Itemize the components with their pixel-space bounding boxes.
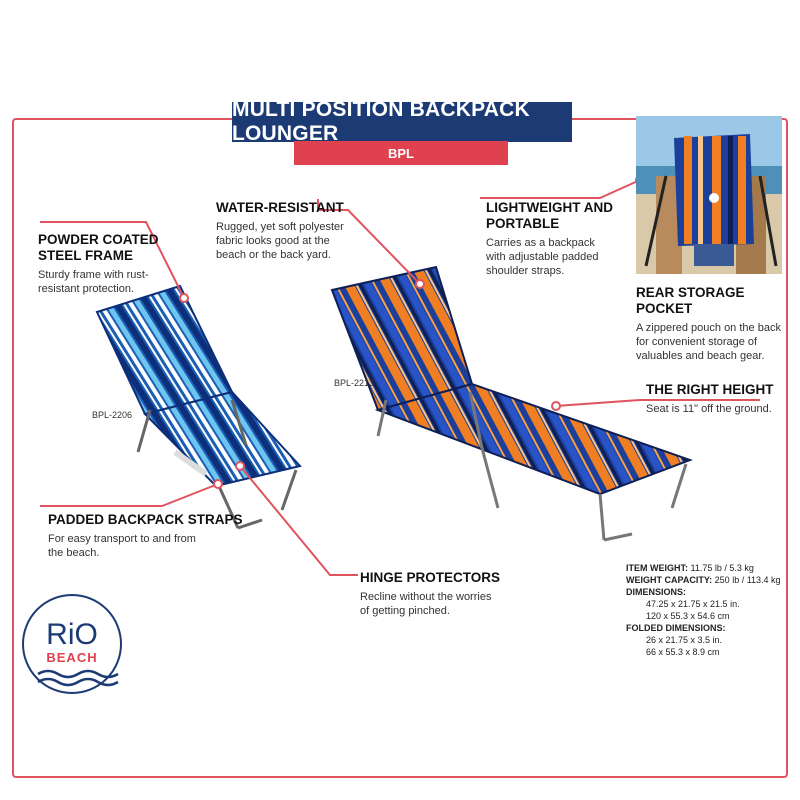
callout-desc-line: fabric looks good at the (216, 235, 330, 247)
spec-value: 250 lb / 113.4 kg (712, 575, 781, 585)
callout-desc-line: beach or the back yard. (216, 249, 331, 261)
callout-desc-line: Sturdy frame with rust- (38, 269, 149, 281)
callout-desc-line: resistant protection. (38, 283, 134, 295)
callout-desc-line: For easy transport to and from (48, 533, 196, 545)
callout-desc-line: valuables and beach gear. (636, 350, 765, 362)
spec-label: ITEM WEIGHT: (626, 563, 688, 573)
callout-desc-line: the beach. (48, 547, 100, 559)
spec-dim-in: 47.25 x 21.75 x 21.5 in. (646, 599, 740, 609)
callout-desc: Seat is 11" off the ground. (646, 403, 772, 415)
model-family-badge: BPL (294, 141, 508, 165)
callout-right-height: THE RIGHT HEIGHT Seat is 11" off the gro… (646, 382, 796, 416)
callout-desc-line: with adjustable padded (486, 251, 599, 263)
callout-title-line: PORTABLE (486, 216, 560, 231)
callout-desc-line: of getting pinched. (360, 605, 450, 617)
callout-rear-storage: REAR STORAGE POCKET A zippered pouch on … (636, 285, 786, 363)
callout-title: REAR STORAGE POCKET (636, 285, 745, 316)
callout-title: PADDED BACKPACK STRAPS (48, 512, 243, 527)
backpack-photo (636, 116, 782, 274)
callout-leaders (40, 179, 760, 576)
rio-beach-logo: RiO BEACH (22, 594, 122, 694)
callout-desc-line: Rugged, yet soft polyester (216, 221, 344, 233)
callout-padded-straps: PADDED BACKPACK STRAPS For easy transpor… (48, 512, 248, 560)
callout-desc-line: for convenient storage of (636, 336, 758, 348)
spec-list: ITEM WEIGHT: 11.75 lb / 5.3 kg WEIGHT CA… (626, 562, 781, 658)
model-label-left: BPL-2206 (92, 410, 133, 420)
spec-folded-cm: 66 x 55.3 x 8.9 cm (646, 647, 720, 657)
lounger-blue (95, 284, 302, 530)
callout-title-line: POWDER COATED (38, 232, 159, 247)
model-label-right: BPL-2213 (334, 378, 375, 388)
wave-icon (37, 669, 119, 687)
callout-title: THE RIGHT HEIGHT (646, 382, 774, 397)
callout-desc-line: Carries as a backpack (486, 237, 595, 249)
spec-folded-in: 26 x 21.75 x 3.5 in. (646, 635, 723, 645)
callout-desc-line: shoulder straps. (486, 265, 565, 277)
page-title: MULTI POSITION BACKPACK LOUNGER (232, 98, 572, 145)
spec-label: WEIGHT CAPACITY: (626, 575, 713, 585)
callout-title: HINGE PROTECTORS (360, 570, 501, 585)
callout-title-line: LIGHTWEIGHT AND (486, 200, 613, 215)
spec-dimensions-label: DIMENSIONS: (626, 587, 687, 597)
callout-hinge-protectors: HINGE PROTECTORS Recline without the wor… (360, 570, 530, 618)
callout-title-line: STEEL FRAME (38, 248, 134, 263)
spec-capacity: WEIGHT CAPACITY: 250 lb / 113.4 kg (626, 574, 781, 586)
spec-weight: ITEM WEIGHT: 11.75 lb / 5.3 kg (626, 562, 781, 574)
spec-dim-cm: 120 x 55.3 x 54.6 cm (646, 611, 730, 621)
spec-folded-label: FOLDED DIMENSIONS: (626, 623, 726, 633)
logo-brand-top: RiO (46, 618, 98, 651)
spec-value: 11.75 lb / 5.3 kg (688, 563, 754, 573)
callout-desc-line: A zippered pouch on the back (636, 322, 781, 334)
callout-title: WATER-RESISTANT (216, 200, 344, 215)
logo-brand-bottom: BEACH (46, 650, 98, 665)
lounger-orange (330, 265, 693, 542)
callout-water-resistant: WATER-RESISTANT Rugged, yet soft polyest… (216, 200, 386, 262)
callout-desc-line: Recline without the worries (360, 591, 492, 603)
